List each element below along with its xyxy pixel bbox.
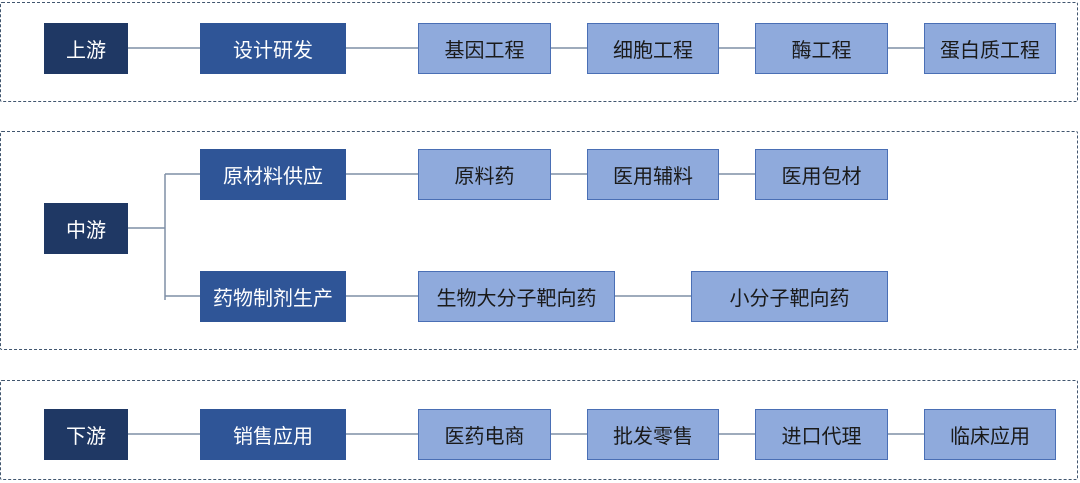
upstream-item: 基因工程 <box>418 23 551 74</box>
midstream-item: 医用辅料 <box>587 149 719 200</box>
midstream-item: 生物大分子靶向药 <box>418 271 615 322</box>
midstream-item: 原料药 <box>418 149 551 200</box>
midstream-panel <box>0 131 1078 350</box>
upstream-item: 蛋白质工程 <box>924 23 1056 74</box>
downstream-item: 医药电商 <box>418 409 551 460</box>
downstream-item: 临床应用 <box>924 409 1056 460</box>
downstream-panel <box>0 380 1078 480</box>
midstream-item: 小分子靶向药 <box>691 271 888 322</box>
upstream-item: 酶工程 <box>755 23 888 74</box>
midstream-item: 医用包材 <box>755 149 888 200</box>
downstream-stage-label: 下游 <box>44 409 128 460</box>
midstream-stage-label: 中游 <box>44 203 128 254</box>
upstream-category: 设计研发 <box>200 23 346 74</box>
midstream-category-drug-production: 药物制剂生产 <box>200 271 346 322</box>
downstream-item: 进口代理 <box>755 409 888 460</box>
upstream-panel <box>0 2 1078 102</box>
midstream-category-raw-materials: 原材料供应 <box>200 149 346 200</box>
upstream-item: 细胞工程 <box>587 23 719 74</box>
downstream-category: 销售应用 <box>200 409 346 460</box>
upstream-stage-label: 上游 <box>44 23 128 74</box>
downstream-item: 批发零售 <box>587 409 719 460</box>
